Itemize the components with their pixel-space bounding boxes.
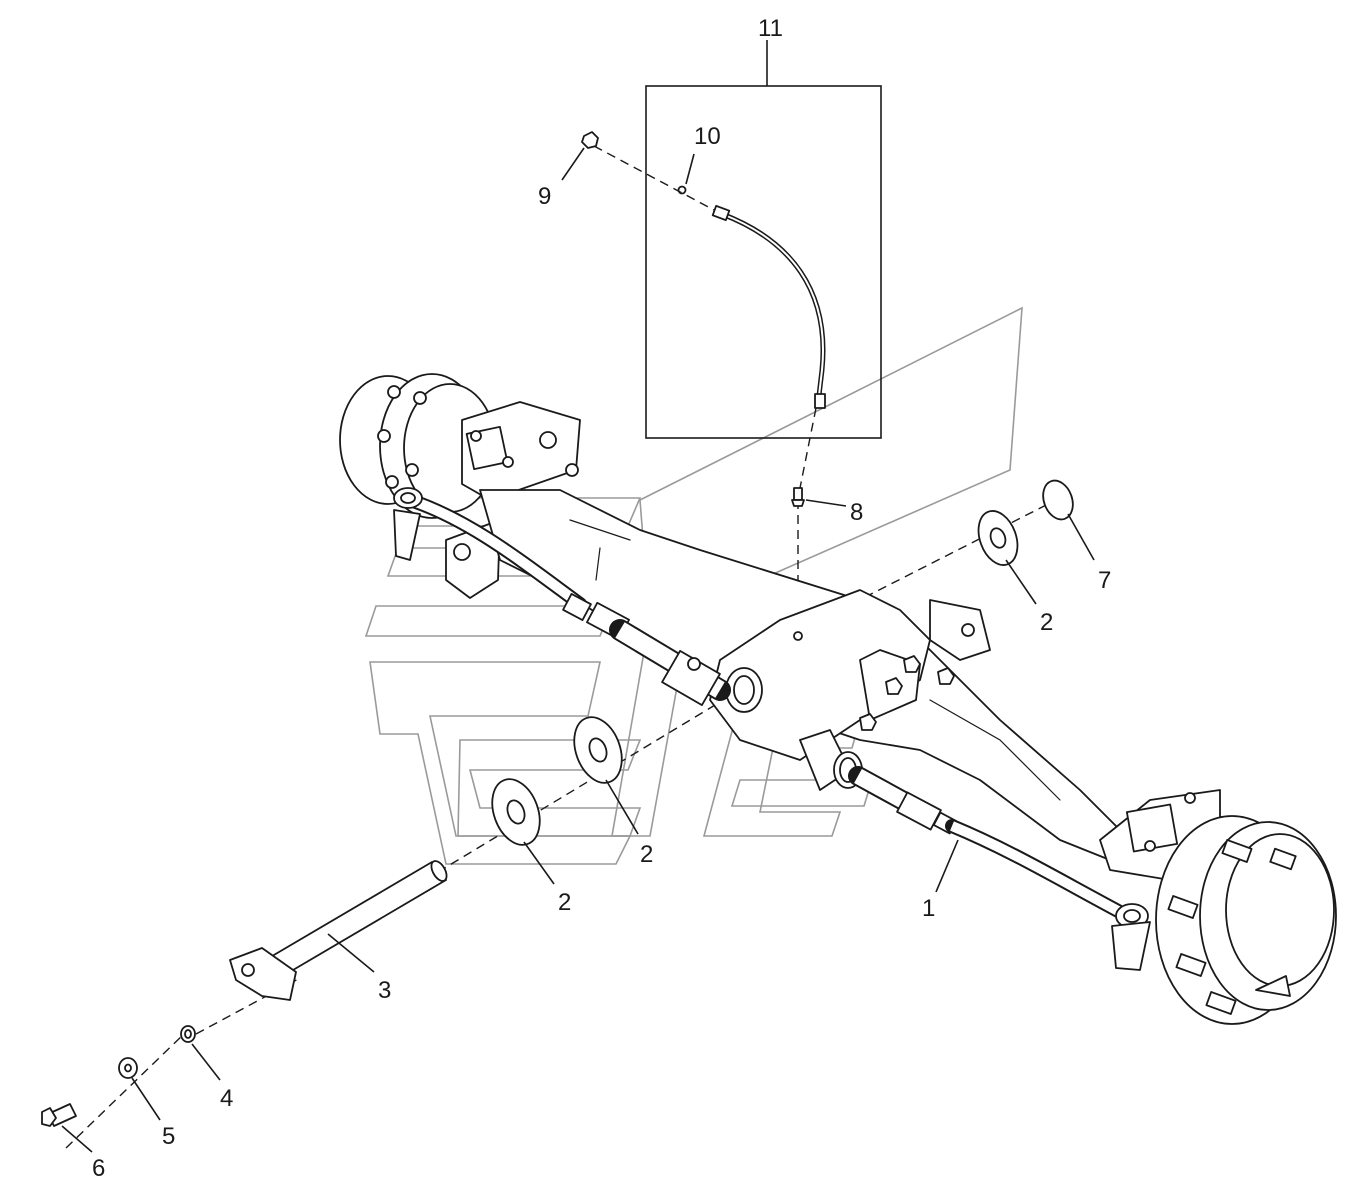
left-wheel-hub (339, 373, 581, 599)
bolt-6 (41, 1103, 77, 1127)
callout-8: 8 (850, 499, 863, 526)
callout-3: 3 (378, 977, 391, 1004)
right-wheel-hub (1099, 789, 1337, 1025)
nut-11 (581, 131, 599, 149)
callout-2-middle: 2 (640, 841, 653, 868)
hose-kit-box (645, 40, 882, 439)
callout-6: 6 (92, 1155, 105, 1182)
washer-2-lower (491, 778, 541, 846)
callout-10: 10 (694, 123, 721, 150)
callout-4: 4 (220, 1085, 233, 1112)
washer-2-upper (977, 510, 1019, 566)
callout-labels: 11 10 9 8 7 2 2 2 1 3 4 5 6 (92, 15, 1111, 1182)
callout-9: 11 (758, 15, 783, 42)
leader-lines (61, 147, 1095, 1153)
grease-fitting-8 (791, 487, 805, 507)
washer-7 (1042, 479, 1074, 521)
callout-7: 7 (1098, 567, 1111, 594)
steering-cylinder (393, 487, 1151, 971)
callout-2-lower: 2 (558, 889, 571, 916)
grease-hose (677, 185, 826, 409)
callout-5: 5 (162, 1123, 175, 1150)
callout-1: 1 (922, 895, 935, 922)
washer-2-middle (573, 716, 623, 784)
callout-11: 9 (538, 183, 551, 210)
callout-2-upper: 2 (1040, 609, 1053, 636)
bushing-4 (180, 1025, 196, 1043)
washer-5 (118, 1057, 138, 1079)
pivot-housing (709, 589, 991, 761)
pivot-pin-3 (229, 860, 448, 1001)
